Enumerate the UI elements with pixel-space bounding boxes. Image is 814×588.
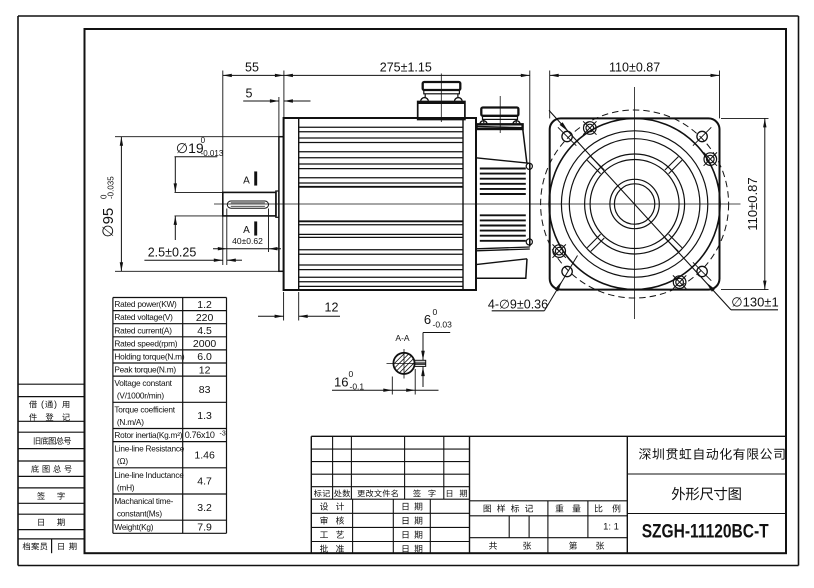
svg-text:2000: 2000 (193, 338, 217, 350)
svg-text:83: 83 (199, 384, 211, 396)
svg-text:∅19: ∅19 (176, 140, 204, 156)
svg-text:12: 12 (199, 364, 211, 376)
svg-text:-0.035: -0.035 (107, 176, 116, 199)
svg-text:A: A (243, 176, 250, 187)
svg-text:Machanical time-: Machanical time- (114, 496, 173, 506)
svg-text:constant(Ms): constant(Ms) (117, 509, 162, 519)
svg-text:1.3: 1.3 (197, 410, 212, 422)
svg-text:220: 220 (196, 312, 214, 324)
svg-text:Torque coefficient: Torque coefficient (114, 404, 175, 414)
svg-text:16: 16 (334, 374, 348, 389)
svg-text:12: 12 (325, 301, 339, 315)
svg-text:): ) (54, 399, 57, 409)
svg-text:0: 0 (433, 307, 438, 317)
svg-text:(Ω): (Ω) (117, 456, 128, 466)
svg-text:0.76x10: 0.76x10 (185, 430, 215, 440)
svg-text:110±0.87: 110±0.87 (609, 60, 660, 74)
svg-text:Rated power(KW): Rated power(KW) (114, 299, 177, 309)
svg-text:∅130±1: ∅130±1 (731, 295, 778, 310)
svg-text:Rated voltage(V): Rated voltage(V) (114, 312, 173, 322)
svg-text:-3: -3 (220, 431, 226, 438)
svg-text:4.5: 4.5 (197, 325, 212, 337)
svg-text:7.9: 7.9 (197, 522, 212, 534)
svg-text:Peak torque(N.m): Peak torque(N.m) (114, 365, 176, 375)
svg-text:1.2: 1.2 (197, 299, 212, 311)
svg-text:2.5±0.25: 2.5±0.25 (148, 246, 197, 260)
svg-text:4-∅9±0.36: 4-∅9±0.36 (488, 298, 548, 312)
svg-text:3.2: 3.2 (197, 502, 212, 514)
svg-text:A: A (243, 225, 250, 236)
svg-text:4.7: 4.7 (197, 476, 212, 488)
svg-text:Rotor inertia(Kg.m²): Rotor inertia(Kg.m²) (114, 430, 182, 440)
svg-text:Holding torque(N.m): Holding torque(N.m) (114, 352, 184, 362)
svg-text:5: 5 (246, 87, 253, 101)
svg-text:1: 1: 1: 1 (603, 522, 619, 533)
svg-text:A-A: A-A (395, 333, 410, 343)
svg-text:∅95: ∅95 (100, 208, 117, 238)
svg-text:6: 6 (424, 312, 431, 327)
svg-text:0: 0 (201, 136, 206, 145)
svg-text:55: 55 (245, 60, 259, 74)
svg-text:-0.1: -0.1 (350, 381, 365, 391)
svg-text:-0.013: -0.013 (201, 149, 224, 158)
svg-text:Weight(Kg): Weight(Kg) (114, 522, 153, 532)
svg-text:-0.03: -0.03 (433, 320, 453, 330)
svg-text:6.0: 6.0 (197, 351, 212, 363)
svg-text:Line-line Resistance: Line-line Resistance (114, 444, 184, 454)
svg-text:40±0.62: 40±0.62 (232, 236, 263, 246)
svg-text:Voltage constant: Voltage constant (114, 378, 172, 388)
svg-text:(N.m/A): (N.m/A) (117, 417, 144, 427)
svg-text:110±0.87: 110±0.87 (745, 177, 760, 230)
svg-text:275±1.15: 275±1.15 (380, 60, 432, 74)
svg-text:Line-line Inductance: Line-line Inductance (114, 470, 184, 480)
svg-text:0: 0 (100, 194, 109, 199)
svg-text:SZGH-11120BC-T: SZGH-11120BC-T (642, 521, 769, 542)
svg-text:(: ( (41, 399, 44, 409)
svg-text:Rated current(A): Rated current(A) (114, 325, 172, 335)
svg-text:(V/1000r/min): (V/1000r/min) (117, 391, 164, 401)
svg-text:0: 0 (349, 369, 354, 379)
svg-text:(mH): (mH) (117, 482, 135, 492)
svg-text:1.46: 1.46 (194, 450, 215, 462)
svg-text:Rated speed(rpm): Rated speed(rpm) (114, 339, 177, 349)
